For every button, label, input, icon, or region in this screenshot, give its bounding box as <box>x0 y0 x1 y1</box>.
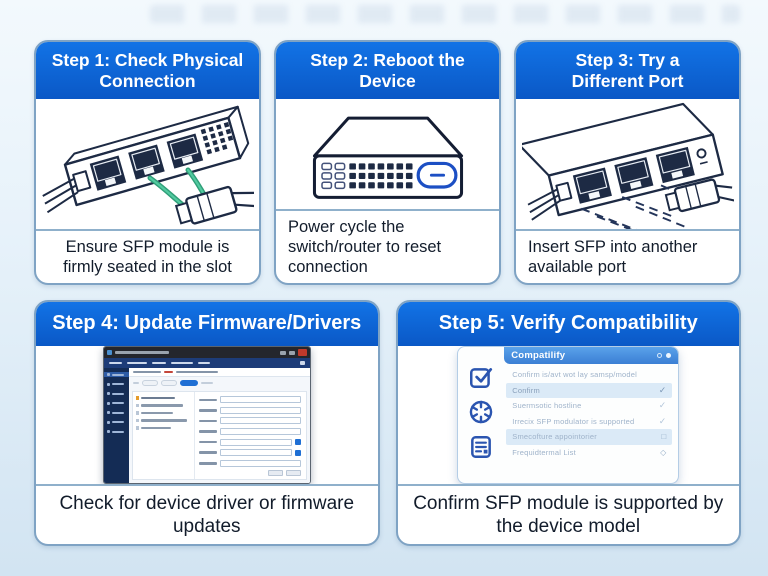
compat-title: Compatilify <box>511 350 566 361</box>
step-1-header: Step 1: Check Physical Connection <box>36 42 259 99</box>
port-grid <box>348 163 413 189</box>
close-icon <box>297 349 307 356</box>
maximize-icon <box>288 350 295 355</box>
step-4-art <box>36 346 378 484</box>
step-card-2: Step 2: Reboot the Device <box>274 40 501 285</box>
step-3-caption: Insert SFP into another available port <box>516 228 739 283</box>
step-4-header: Step 4: Update Firmware/Drivers <box>36 302 378 346</box>
rj45-ports <box>572 146 695 204</box>
switch-alternate-port-illustration <box>521 102 734 229</box>
step-5-title: Step 5: Verify Compatibility <box>438 312 698 335</box>
step-card-4: Step 4: Update Firmware/Drivers <box>34 300 380 547</box>
window-dot-icon <box>666 353 672 358</box>
check-icon: ✓ <box>658 415 667 426</box>
power-button <box>416 161 457 189</box>
window-sidebar <box>103 368 129 483</box>
device-front-illustration <box>312 116 463 199</box>
checklist-icon <box>470 368 493 388</box>
steps-grid: Step 1: Check Physical Connection <box>34 40 741 547</box>
rj45-ports <box>89 133 203 191</box>
tab <box>160 380 177 386</box>
check-icon: ✓ <box>658 384 667 395</box>
cancel-button-mini <box>267 470 283 477</box>
step-4-title: Step 4: Update Firmware/Drivers <box>52 312 362 335</box>
window-menubar <box>103 358 310 368</box>
step-5-header: Step 5: Verify Compatibility <box>397 302 739 346</box>
indicator-cells <box>320 162 345 189</box>
compatibility-panel: Compatilify Confirm is/avt wot lay samsp… <box>457 346 680 484</box>
step-2-caption: Power cycle the switch/router to reset c… <box>276 208 499 283</box>
knot-icon <box>470 400 493 424</box>
active-tab <box>179 380 198 386</box>
step-5-art: Compatilify Confirm is/avt wot lay samsp… <box>397 346 739 484</box>
step-4-caption: Check for device driver or firmware upda… <box>36 484 378 544</box>
checkbox-icon: □ <box>661 432 667 442</box>
checklist-row: Confirm ✓ <box>506 382 673 398</box>
top-row: Step 1: Check Physical Connection <box>34 40 741 285</box>
check-icon: ✓ <box>658 400 667 411</box>
compat-titlebar: Compatilify <box>504 347 679 364</box>
diamond-icon: ◇ <box>660 447 667 457</box>
sfp-module <box>174 185 254 225</box>
device-tree <box>133 392 195 479</box>
step-2-art <box>276 99 499 209</box>
document-icon <box>471 436 492 458</box>
step-1-title: Step 1: Check Physical Connection <box>51 49 244 91</box>
checklist-row: Suermsotic hostline ✓ <box>512 400 667 411</box>
step-3-title: Step 3: Try a Different Port <box>571 49 684 91</box>
window-dot-icon <box>657 353 663 358</box>
driver-update-window <box>102 346 311 484</box>
step-1-caption: Ensure SFP module is firmly seated in th… <box>36 228 259 283</box>
window-tabbar <box>129 377 310 389</box>
window-pathbar <box>128 368 310 377</box>
step-3-header: Step 3: Try a Different Port <box>516 42 739 99</box>
checklist-row: Frequidtermal List ◇ <box>512 447 667 457</box>
checklist-row: Smecofture appointorier □ <box>506 429 673 445</box>
step-card-3: Step 3: Try a Different Port <box>514 40 741 285</box>
ok-button-mini <box>285 470 301 477</box>
switch-with-sfp-illustration <box>41 105 254 225</box>
window-titlebar <box>103 347 310 358</box>
checklist-row: Confirm is/avt wot lay samsp/model <box>512 370 638 380</box>
checklist-row: Irrecix SFP modulator is supported ✓ <box>512 415 667 426</box>
step-5-caption: Confirm SFP module is supported by the d… <box>397 484 739 544</box>
step-1-art <box>36 99 259 229</box>
settings-form <box>195 392 306 479</box>
step-card-5: Step 5: Verify Compatibility <box>395 300 741 547</box>
app-icon <box>106 350 112 355</box>
sfp-module <box>664 178 734 212</box>
faint-artifact <box>150 5 740 23</box>
step-2-title: Step 2: Reboot the Device <box>310 49 465 91</box>
minimize-icon <box>279 350 286 355</box>
step-2-header: Step 2: Reboot the Device <box>276 42 499 99</box>
step-card-1: Step 1: Check Physical Connection <box>34 40 261 285</box>
tab <box>141 380 158 386</box>
status-led <box>695 148 707 159</box>
step-3-art <box>516 99 739 229</box>
compat-checklist: Confirm is/avt wot lay samsp/model Confi… <box>504 364 678 483</box>
bottom-row: Step 4: Update Firmware/Drivers <box>34 300 741 547</box>
vent-holes <box>200 121 233 155</box>
